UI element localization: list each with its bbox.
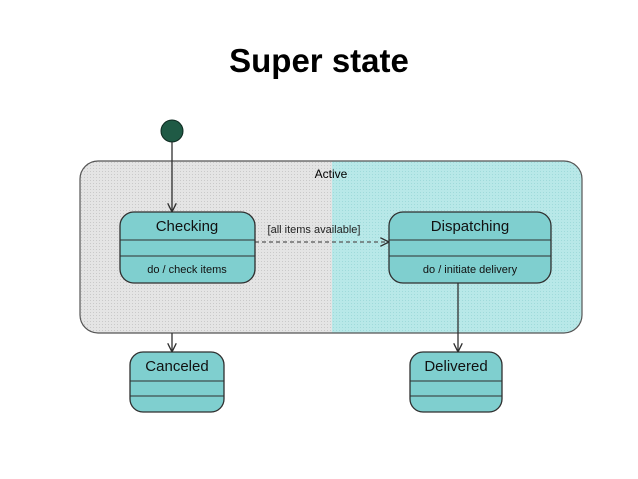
super-state-label: Active: [315, 167, 348, 181]
state-checking: Checking do / check items: [119, 211, 256, 284]
state-activity: do / initiate delivery: [423, 264, 518, 276]
state-activity: do / check items: [147, 264, 227, 276]
state-canceled: Canceled: [129, 351, 225, 413]
state-name: Canceled: [145, 358, 208, 375]
state-dispatching: Dispatching do / initiate delivery: [388, 211, 552, 284]
state-name: Checking: [156, 218, 219, 235]
state-name: Dispatching: [431, 218, 509, 235]
slide-title: Super state: [229, 42, 409, 79]
initial-state: [160, 119, 184, 143]
state-name: Delivered: [424, 358, 487, 375]
transition-guard-label: [all items available]: [268, 224, 361, 236]
state-delivered: Delivered: [409, 351, 503, 413]
